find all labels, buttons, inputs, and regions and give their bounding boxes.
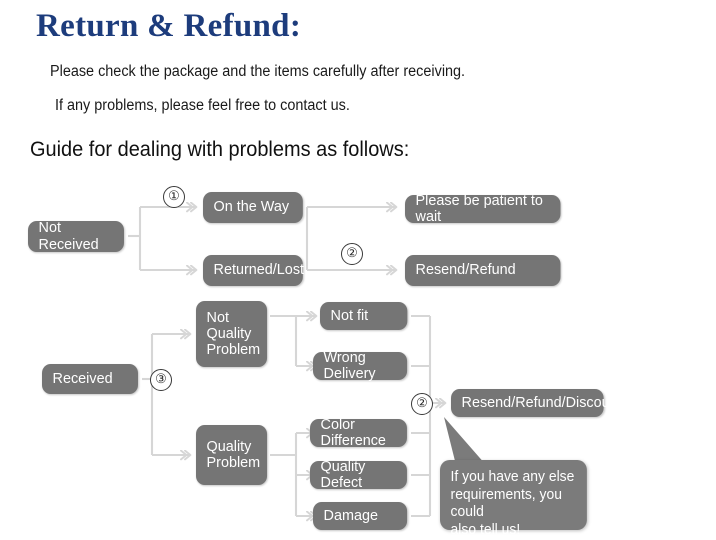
step-marker-2-top: ②: [341, 243, 363, 265]
callout-tail-icon: [444, 417, 486, 465]
step-marker-2-bottom: ②: [411, 393, 433, 415]
node-damage[interactable]: Damage: [313, 502, 408, 530]
node-color-difference[interactable]: Color Difference: [310, 416, 407, 449]
step-marker-3: ③: [150, 369, 172, 391]
page-title: Return & Refund:: [36, 8, 302, 44]
node-received[interactable]: Received: [42, 364, 138, 394]
node-not-received[interactable]: Not Received: [28, 220, 124, 252]
node-quality-problem[interactable]: Quality Problem: [196, 425, 268, 485]
node-on-the-way[interactable]: On the Way: [203, 192, 303, 223]
step-marker-1: ①: [163, 186, 185, 208]
callout-bubble: If you have any else requirements, you c…: [440, 460, 587, 538]
node-wrong-delivery[interactable]: Wrong Delivery: [313, 349, 408, 382]
node-not-fit[interactable]: Not fit: [320, 302, 408, 330]
guide-heading: Guide for dealing with problems as follo…: [30, 138, 410, 161]
node-resend-refund-discount[interactable]: Resend/Refund/Discount: [451, 389, 622, 417]
node-not-quality-problem[interactable]: Not Quality Problem: [196, 301, 268, 367]
node-quality-defect[interactable]: Quality Defect: [310, 458, 407, 491]
node-please-be-patient-to-wait[interactable]: Please be patient to wait: [405, 192, 561, 225]
intro-line-2: If any problems, please feel free to con…: [55, 97, 350, 114]
node-returned-lost[interactable]: Returned/Lost: [203, 255, 304, 286]
node-resend-refund[interactable]: Resend/Refund: [405, 255, 561, 286]
intro-line-1: Please check the package and the items c…: [50, 63, 466, 80]
